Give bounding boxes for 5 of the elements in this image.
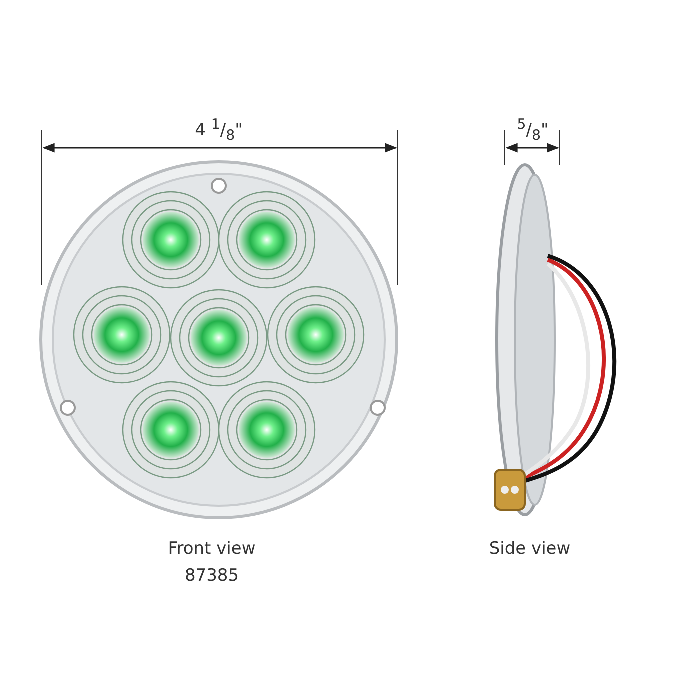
dimension-label: $^{5}$/$_{8}$" (517, 118, 549, 145)
dimension-label: 4 $^{1}$/$_{8}$" (195, 118, 243, 145)
view-caption: Front view (168, 540, 256, 559)
view-caption: Side view (489, 540, 571, 559)
part-number: 87385 (184, 567, 240, 586)
